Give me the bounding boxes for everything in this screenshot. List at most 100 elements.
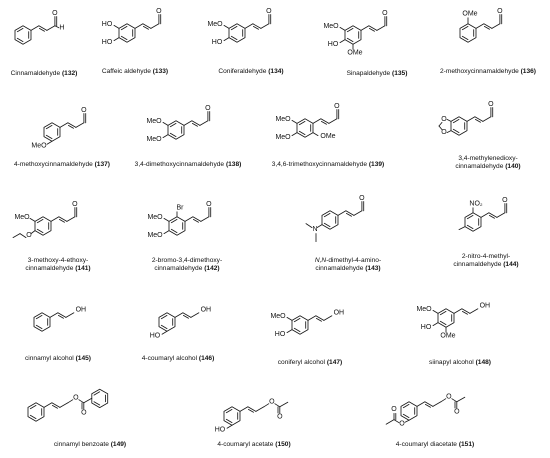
bond	[320, 118, 330, 124]
compound-caption: 3,4,6-trimethoxycinnamaldehyde (139)	[272, 161, 385, 168]
atom-label: MeO	[275, 134, 291, 141]
bond	[160, 324, 168, 330]
compound-caption: N,N-dimethyl-4-amino-	[315, 257, 381, 264]
bond	[58, 218, 65, 223]
bond	[298, 130, 306, 136]
bond	[402, 403, 410, 409]
bond	[239, 406, 249, 412]
compound-caption: siinapyl alcohol (148)	[429, 359, 491, 366]
bond	[49, 312, 59, 318]
bond	[169, 132, 177, 138]
compound-number: (134)	[268, 68, 283, 75]
bond	[263, 403, 270, 408]
compound-name-part: coniferyl alcohol	[278, 359, 327, 366]
bond	[346, 27, 354, 33]
compound-number: (139)	[369, 161, 384, 168]
bond	[182, 314, 189, 319]
bond	[286, 329, 293, 334]
bond	[312, 118, 322, 124]
compound-name-part: 3-methoxy-4-ethoxy-	[28, 257, 88, 264]
compound-name-part: 3,4-methylenedioxy-	[458, 155, 517, 162]
bond	[328, 118, 338, 124]
bond	[315, 315, 325, 321]
bond	[162, 134, 169, 139]
compound-caption: cinnamaldehyde (144)	[453, 261, 518, 268]
bond	[432, 322, 439, 327]
atom-label: O	[81, 107, 87, 114]
atom-label: HO	[212, 39, 223, 46]
bond	[93, 401, 101, 406]
bond	[29, 404, 37, 410]
bond	[293, 317, 301, 323]
bond	[199, 120, 209, 126]
atom-label: OMe	[347, 50, 362, 57]
bond	[134, 23, 144, 29]
compound-caption: cinnamaldehyde (140)	[455, 163, 520, 170]
bond	[451, 398, 458, 403]
compound-number: (149)	[111, 441, 126, 448]
bond	[255, 406, 265, 412]
atom-label: MeO	[147, 214, 163, 221]
bond	[346, 37, 354, 43]
atom-label: MeO	[323, 23, 339, 30]
bond	[446, 130, 452, 134]
bond	[226, 424, 233, 429]
bond	[439, 320, 447, 326]
atom-label: O	[334, 103, 340, 110]
atom-label: O	[399, 421, 405, 428]
compound-number: (143)	[365, 265, 380, 272]
compound-caption: 2-nitro-4-methyl-	[462, 253, 510, 260]
bond	[67, 122, 77, 128]
bond	[424, 403, 431, 408]
bond	[458, 226, 466, 231]
atom-label: O	[441, 129, 447, 136]
bond	[150, 23, 160, 29]
compound-number: (133)	[153, 68, 168, 75]
bond	[192, 216, 202, 222]
compound-name-part: cinnamaldehyde	[455, 163, 505, 170]
bond	[162, 121, 169, 126]
compound-caption: Cinnamaldehyde (132)	[11, 70, 78, 77]
bond	[78, 399, 85, 404]
atom-label: OH	[334, 309, 345, 316]
bond	[30, 230, 36, 235]
bond	[247, 408, 254, 413]
atom-label: HO	[421, 324, 432, 331]
bond	[247, 406, 257, 412]
bond	[402, 413, 410, 419]
atom-label: HO	[215, 427, 226, 434]
atom-label: O	[81, 410, 87, 417]
bond	[339, 26, 346, 31]
bond	[120, 35, 128, 41]
bond	[83, 397, 93, 404]
bond	[191, 122, 198, 127]
bond	[461, 310, 468, 315]
bond	[368, 27, 375, 32]
bond	[163, 230, 170, 235]
bond	[353, 210, 363, 216]
atom-label: OH	[480, 302, 491, 309]
bond	[461, 35, 469, 41]
bond	[65, 312, 75, 318]
compound-caption: 4-methoxycinnamaldehyde (137)	[14, 161, 110, 168]
bond	[315, 317, 322, 322]
bond	[438, 121, 443, 127]
bond	[491, 23, 501, 29]
bond	[480, 212, 490, 218]
atom-label: OMe	[440, 333, 455, 340]
bond	[113, 37, 120, 42]
compound-number: (137)	[95, 161, 110, 168]
bond	[35, 324, 43, 330]
bond	[475, 23, 485, 29]
bond	[51, 404, 58, 409]
bond	[368, 25, 378, 31]
bond	[293, 327, 301, 333]
bond	[316, 224, 323, 229]
bond	[190, 312, 200, 318]
